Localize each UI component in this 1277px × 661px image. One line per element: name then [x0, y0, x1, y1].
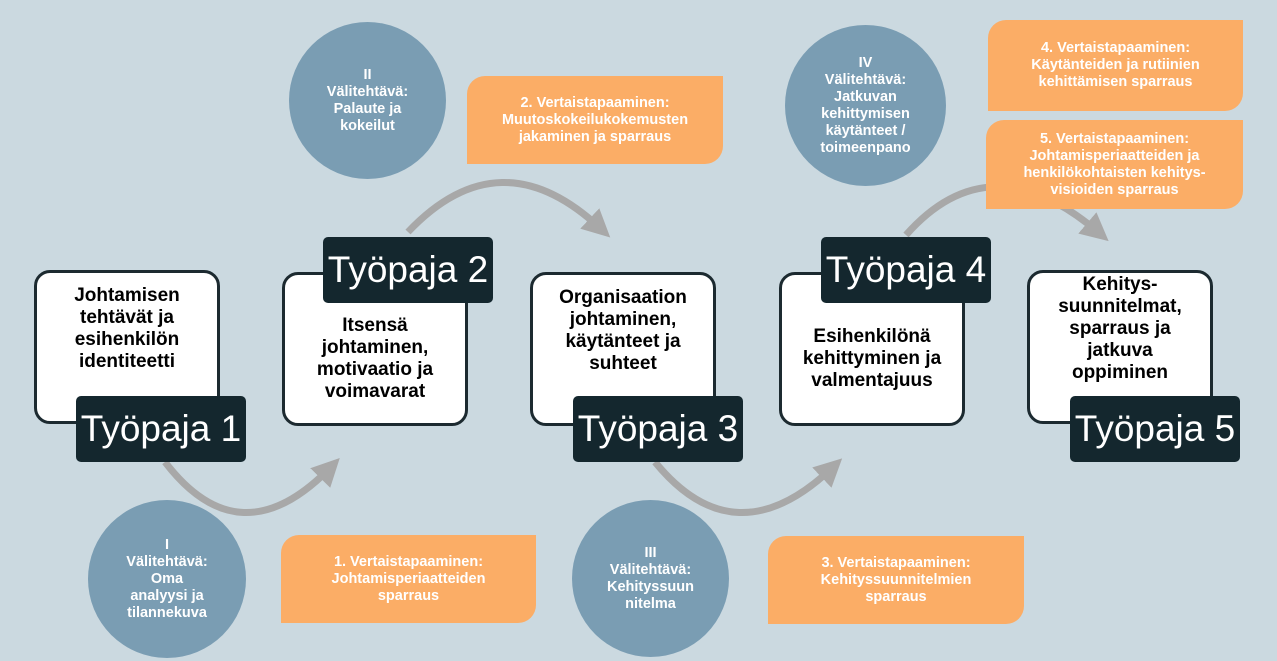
workshop-4-topic-text: Esihenkilönä kehittyminen ja valmentajuu…	[802, 326, 942, 391]
peer-meeting-5: 5. Vertaistapaaminen: Johtamisperiaattei…	[986, 120, 1243, 209]
workshop-2-topic-text: Itsensä johtaminen, motivaatio ja voimav…	[316, 315, 434, 402]
workshop-4-label: Työpaja 4	[821, 237, 991, 303]
workshop-5-topic-text: Kehitys-suunnitelmat, sparraus ja jatkuv…	[1058, 274, 1182, 383]
peer-meeting-4: 4. Vertaistapaaminen: Käytänteiden ja ru…	[988, 20, 1243, 111]
workshop-5-label: Työpaja 5	[1070, 396, 1240, 462]
arrow-1-to-2	[162, 457, 340, 516]
assignment-1: I Välitehtävä: Oma analyysi ja tilanneku…	[88, 500, 246, 658]
assignment-2: II Välitehtävä: Palaute ja kokeilut	[289, 22, 446, 179]
workshop-2-label: Työpaja 2	[323, 237, 493, 303]
assignment-4: IV Välitehtävä: Jatkuvan kehittymisen kä…	[785, 25, 946, 186]
assignment-3: III Välitehtävä: Kehityssuun nitelma	[572, 500, 729, 657]
peer-meeting-1: 1. Vertaistapaaminen: Johtamisperiaattei…	[281, 535, 536, 623]
workshop-3-label: Työpaja 3	[573, 396, 743, 462]
workshop-3-topic-text: Organisaation johtaminen, käytänteet ja …	[559, 287, 687, 374]
workshop-1-label: Työpaja 1	[76, 396, 246, 462]
arrow-2-to-3	[405, 179, 611, 238]
workshop-1-topic-text: Johtamisen tehtävät ja esihenkilön ident…	[74, 285, 180, 372]
peer-meeting-2: 2. Vertaistapaaminen: Muutoskokeilukokem…	[467, 76, 723, 164]
arrow-3-to-4	[652, 458, 843, 516]
workshop-1-topic: Johtamisen tehtävät ja esihenkilön ident…	[34, 270, 220, 424]
peer-meeting-3: 3. Vertaistapaaminen: Kehityssuunnitelmi…	[768, 536, 1024, 624]
